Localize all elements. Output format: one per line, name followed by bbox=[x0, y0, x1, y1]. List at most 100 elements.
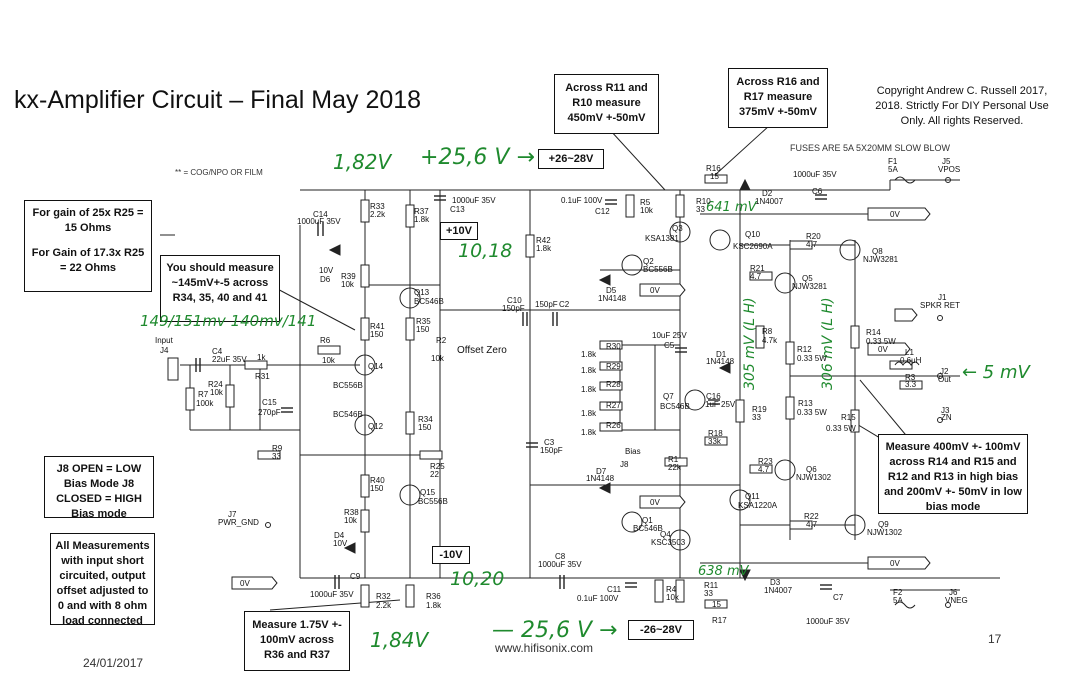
r2-label: R2 bbox=[436, 336, 447, 345]
r4-label: R4 bbox=[666, 585, 677, 594]
r33-value: 2.2k bbox=[370, 210, 386, 219]
c10-value: 150pF bbox=[502, 304, 525, 313]
r33-label: R33 bbox=[370, 202, 385, 211]
c12-value: 0.1uF 100V bbox=[561, 196, 603, 205]
j3-label: J3 bbox=[941, 406, 950, 415]
handwritten-638mv: 638 mV bbox=[698, 564, 749, 579]
c6-label: C6 bbox=[812, 187, 823, 196]
q7-label: Q7 bbox=[663, 392, 674, 401]
r1-value: 22k bbox=[668, 463, 681, 472]
r14-r15-note: Measure 400mV +- 100mV across R14 and R1… bbox=[878, 434, 1028, 514]
r36-value: 1.8k bbox=[426, 601, 442, 610]
c5-value: 10uF 25V bbox=[652, 331, 687, 340]
r19-value: 33 bbox=[752, 413, 761, 422]
q13-type: BC546B bbox=[414, 297, 444, 306]
c2-label: C2 bbox=[559, 300, 570, 309]
r40-label: R40 bbox=[370, 476, 385, 485]
handwritten-1018: 10,18 bbox=[458, 240, 513, 262]
j8-mode-note: J8 OPEN = LOW Bias Mode J8 CLOSED = HIGH… bbox=[44, 456, 154, 520]
q2-label: Q2 bbox=[643, 257, 654, 266]
c8-value: 1000uF 35V bbox=[538, 560, 582, 569]
j3-zn: ZN bbox=[941, 413, 952, 422]
c6-value: 1000uF 35V bbox=[793, 170, 837, 179]
q1-label: Q1 bbox=[642, 516, 653, 525]
q11-label: Q11 bbox=[745, 492, 760, 501]
q6-label: Q6 bbox=[806, 465, 817, 474]
c13-value: 1000uF 35V bbox=[452, 196, 496, 205]
c7-label: C7 bbox=[833, 593, 844, 602]
zero-v-flag-out: 0V bbox=[878, 345, 888, 354]
r4-value: 10k bbox=[666, 593, 679, 602]
q14-label: Q14 bbox=[368, 362, 384, 371]
r37-label: R37 bbox=[414, 207, 429, 216]
input-label: Input bbox=[155, 336, 173, 345]
r14-label: R14 bbox=[866, 328, 881, 337]
q15-label: Q15 bbox=[420, 488, 436, 497]
r9-label: R9 bbox=[272, 444, 283, 453]
r2-value: 10k bbox=[431, 354, 444, 363]
d3-type: 1N4007 bbox=[764, 586, 793, 595]
r25-value: 22 bbox=[430, 470, 439, 479]
q13-label: Q13 bbox=[414, 288, 430, 297]
r5-value: 10k bbox=[640, 206, 653, 215]
r8-value: 4.7k bbox=[762, 336, 778, 345]
all-measurements-note: All Measurements with input short circui… bbox=[50, 533, 155, 627]
r29-label: R29 bbox=[606, 362, 621, 371]
q1-type: BC546B bbox=[633, 524, 663, 533]
q10-type: KSC2690A bbox=[733, 242, 773, 251]
c4-value: 22uF 35V bbox=[212, 355, 247, 364]
j1-spkr-ret: SPKR RET bbox=[920, 301, 961, 310]
r38-value: 10k bbox=[344, 516, 357, 525]
d5-label: D5 bbox=[606, 286, 617, 295]
j2-label: J2 bbox=[940, 367, 949, 376]
r42-label: R42 bbox=[536, 236, 551, 245]
r37-value: 1.8k bbox=[414, 215, 430, 224]
l1-label: L1 bbox=[905, 348, 914, 357]
r18-value: 33k bbox=[708, 437, 721, 446]
q11-type: KSA1220A bbox=[738, 501, 778, 510]
j7-label: J7 bbox=[228, 510, 237, 519]
r8-label: R8 bbox=[762, 327, 773, 336]
ladder-value-2: 1.8k bbox=[581, 366, 597, 375]
c2-value: 150pF bbox=[535, 300, 558, 309]
c4-label: C4 bbox=[212, 347, 223, 356]
r16-label: R16 bbox=[706, 164, 721, 173]
d4-label: D4 bbox=[334, 531, 345, 540]
q12-type: BC546B bbox=[333, 410, 363, 419]
r14-value: 0.33 5W bbox=[866, 337, 896, 346]
r34-label: R34 bbox=[418, 415, 433, 424]
r16-value: 15 bbox=[710, 172, 719, 181]
r6-label: R6 bbox=[320, 336, 331, 345]
q8-label: Q8 bbox=[872, 247, 883, 256]
d2-type: 1N4007 bbox=[755, 197, 784, 206]
j4-label: J4 bbox=[160, 346, 169, 355]
r6-value: 10k bbox=[322, 356, 335, 365]
r21-label: R21 bbox=[750, 264, 765, 273]
handwritten-256v-top: +25,6 V → bbox=[420, 145, 535, 170]
r40-value: 150 bbox=[370, 484, 384, 493]
q7-type: BC546B bbox=[660, 402, 690, 411]
minus10-rail-box: -10V bbox=[432, 546, 470, 564]
r38-label: R38 bbox=[344, 508, 359, 517]
r24-label: R24 bbox=[208, 380, 223, 389]
r30-label: R30 bbox=[606, 342, 621, 351]
r10-label: R10 bbox=[696, 197, 711, 206]
r23-label: R23 bbox=[758, 457, 773, 466]
r12-label: R12 bbox=[797, 345, 812, 354]
f2-label: F2 bbox=[893, 588, 903, 597]
f1-value: 5A bbox=[888, 165, 898, 174]
handwritten-184v: 1,84V bbox=[370, 628, 429, 652]
minus-rail-box: -26~28V bbox=[628, 620, 694, 640]
c7-value: 1000uF 35V bbox=[806, 617, 850, 626]
q4-label: Q4 bbox=[660, 530, 671, 539]
d7-type: 1N4148 bbox=[586, 474, 615, 483]
handwritten-306mv: 306 mV (L H) bbox=[820, 297, 836, 390]
handwritten-641mv: 641 mV bbox=[706, 200, 757, 215]
r9-value: 33 bbox=[272, 452, 281, 461]
j8-label: J8 bbox=[620, 460, 629, 469]
r15-label: R15 bbox=[841, 413, 856, 422]
plus10-rail-box: +10V bbox=[440, 222, 478, 240]
j1-label: J1 bbox=[938, 293, 947, 302]
r32-value: 2.2k bbox=[376, 601, 392, 610]
page-title: kx-Amplifier Circuit – Final May 2018 bbox=[14, 86, 422, 114]
